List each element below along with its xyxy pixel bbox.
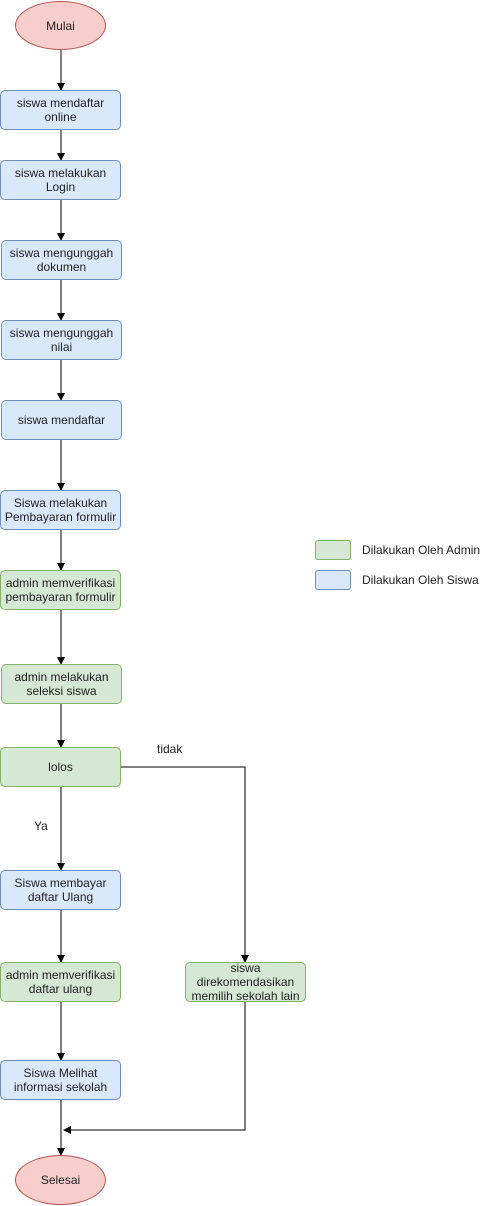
start-node: Mulai (15, 1, 106, 50)
step-recommend-other-school: siswa direkomendasikan memilih sekolah l… (185, 961, 306, 1003)
step-view-school-info: Siswa Melihat informasi sekolah (0, 1060, 121, 1100)
step-register-online: siswa mendaftar online (0, 90, 121, 130)
arrow-alt-merge (63, 1002, 246, 1134)
legend-swatch-student (315, 570, 351, 590)
step-login: siswa melakukan Login (0, 160, 121, 200)
legend-label-admin: Dilakukan Oleh Admin (362, 543, 481, 557)
step-verify-payment: admin memverifikasi pembayaran formulir (0, 570, 121, 610)
step-upload-grades: siswa mengunggah nilai (1, 320, 122, 360)
step-form-payment: Siswa melakukan Pembayaran formulir (0, 490, 121, 530)
step-verify-reregistration: admin memverifikasi daftar ulang (0, 962, 121, 1002)
step-selection: admin melakukan seleksi siswa (1, 664, 122, 704)
arrow-decision-alt (121, 766, 249, 963)
edge-label-yes: Ya (34, 819, 48, 833)
step-register: siswa mendaftar (1, 400, 122, 440)
step-upload-documents: siswa mengunggah dokumen (1, 240, 122, 280)
end-node: Selesai (15, 1155, 106, 1205)
decision-passed: lolos (0, 747, 121, 787)
legend-swatch-admin (315, 540, 351, 560)
step-pay-reregistration: Siswa membayar daftar Ulang (0, 870, 121, 910)
edge-label-no: tidak (157, 742, 183, 756)
legend-label-student: Dilakukan Oleh Siswa (362, 573, 479, 587)
